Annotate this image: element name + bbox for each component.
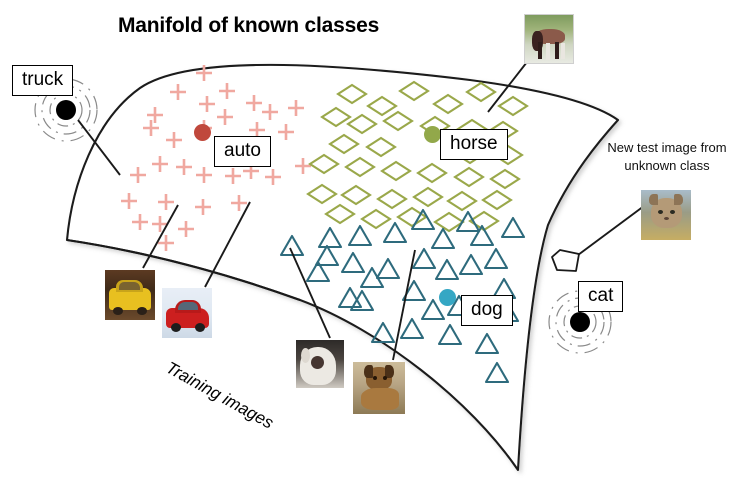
caption-line-1: New test image from — [607, 140, 727, 155]
centroid-dog — [439, 289, 456, 306]
label-box-horse[interactable]: horse — [440, 129, 508, 160]
thumbnail-auto-yellow — [105, 270, 155, 320]
thumbnail-auto-red — [162, 288, 212, 338]
leader-truck — [77, 119, 121, 176]
marker-group-horse — [306, 80, 529, 233]
leader-auto-yellow — [142, 204, 179, 269]
leader-auto-red — [204, 201, 251, 288]
centroid-truck — [56, 100, 76, 120]
figure-title: Manifold of known classes — [118, 14, 380, 37]
label-box-dog[interactable]: dog — [461, 295, 513, 326]
label-box-auto[interactable]: auto — [214, 136, 271, 167]
marker-group-auto — [121, 65, 311, 251]
caption-line-2: unknown class — [624, 157, 710, 173]
centroid-auto — [194, 124, 211, 141]
leader-lines — [77, 61, 649, 361]
label-box-cat[interactable]: cat — [578, 281, 624, 312]
new-test-image-caption: New test image from unknown class — [592, 139, 742, 174]
pentagon-pointer-icon — [551, 249, 580, 272]
label-box-truck[interactable]: truck — [12, 65, 74, 96]
manifold-bottom-left-edge — [66, 238, 301, 301]
centroid-cat — [570, 312, 590, 332]
thumbnail-horse — [524, 14, 574, 64]
centroid-horse — [424, 126, 441, 143]
leader-horse — [487, 61, 528, 113]
leader-dog-white — [289, 247, 331, 339]
manifold-surface — [65, 63, 620, 472]
thumbnail-dog-white — [296, 340, 344, 388]
thumbnail-cat-test — [641, 190, 691, 240]
thumbnail-dog-brown — [353, 362, 405, 414]
leader-dog-brown — [392, 249, 416, 361]
leader-cat-test — [577, 202, 649, 256]
